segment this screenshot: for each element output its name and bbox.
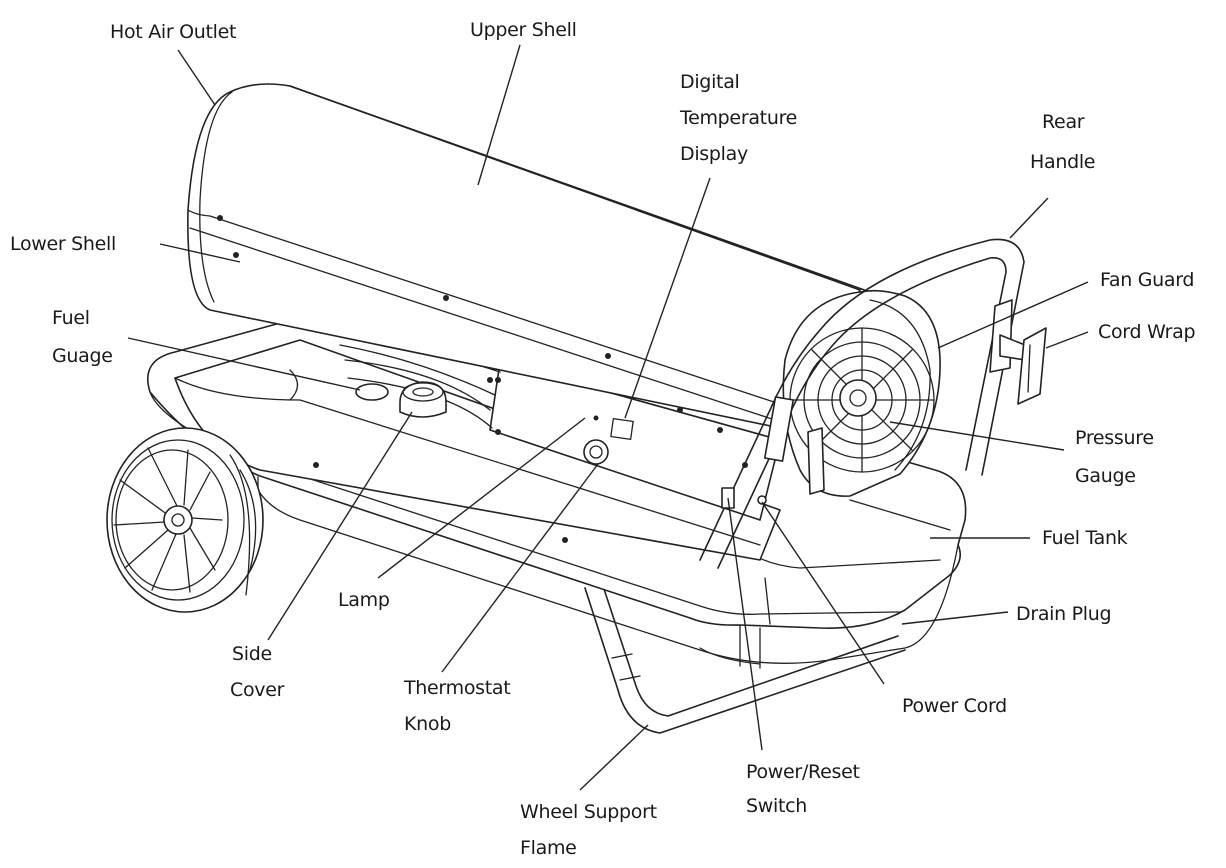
leader-thermostat-knob <box>441 463 599 673</box>
label-lower-shell: Lower Shell <box>10 233 116 255</box>
leader-digital-temperature-display <box>624 177 711 419</box>
side-panel-drawing <box>174 339 781 561</box>
label-pressure-gauge: Pressure Gauge <box>1075 427 1159 487</box>
label-upper-shell: Upper Shell <box>470 19 577 41</box>
label-fuel-guage: Fuel Guage <box>52 307 113 367</box>
cord-wrap-drawing <box>989 299 1047 405</box>
leader-wheel-support-flame <box>579 724 649 791</box>
label-fan-guard: Fan Guard <box>1100 269 1194 291</box>
leader-hot-air-outlet <box>177 49 216 106</box>
label-digital-temperature-display: Digital Temperature Display <box>679 71 803 165</box>
label-side-cover: Side Cover <box>230 643 285 701</box>
wheel-support-frame-drawing <box>584 585 906 734</box>
leader-pressure-gauge <box>889 421 1065 451</box>
label-drain-plug: Drain Plug <box>1016 603 1111 625</box>
leader-rear-handle <box>1009 197 1049 239</box>
heater-illustration <box>106 83 1047 734</box>
wheel-drawing <box>106 427 264 613</box>
leader-power-cord <box>761 501 885 685</box>
leader-upper-shell <box>477 44 521 186</box>
fan-guard-drawing <box>782 289 941 497</box>
leader-power-reset-switch <box>727 497 763 751</box>
upper-shell-drawing <box>187 83 871 431</box>
leader-drain-plug <box>901 611 1009 625</box>
leader-lamp <box>377 417 586 579</box>
leader-cord-wrap <box>1045 331 1089 349</box>
label-power-cord: Power Cord <box>902 695 1007 717</box>
leader-lines <box>127 44 1089 791</box>
rear-handle-drawing <box>699 238 1025 569</box>
fuel-gauge-drawing <box>355 381 447 418</box>
leader-side-cover <box>267 411 413 641</box>
label-wheel-support-flame: Wheel Support Flame <box>520 801 663 859</box>
label-power-reset-switch: Power/Reset Switch <box>746 761 865 817</box>
leader-fan-guard <box>937 281 1089 349</box>
labels: Hot Air Outlet Upper Shell Digital Tempe… <box>10 19 1196 859</box>
label-fuel-tank: Fuel Tank <box>1042 527 1128 549</box>
label-cord-wrap: Cord Wrap <box>1098 321 1195 343</box>
label-thermostat-knob: Thermostat Knob <box>403 677 516 735</box>
leader-fuel-guage <box>127 337 361 391</box>
label-hot-air-outlet: Hot Air Outlet <box>110 21 236 43</box>
label-rear-handle: Rear Handle <box>1030 111 1095 173</box>
leader-lower-shell <box>159 243 241 263</box>
label-lamp: Lamp <box>338 589 390 611</box>
